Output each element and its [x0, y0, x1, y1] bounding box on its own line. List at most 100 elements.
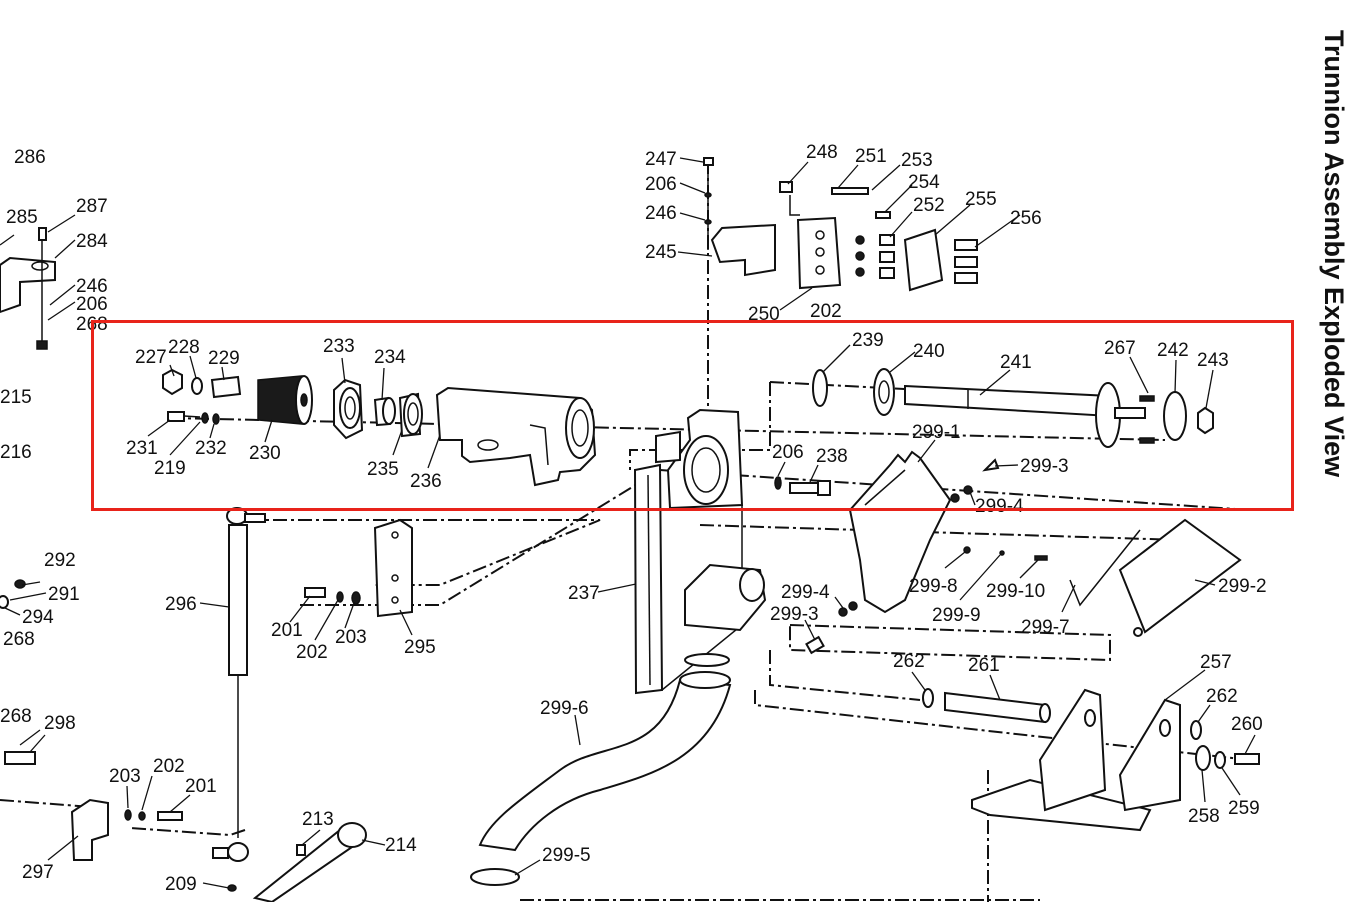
- oring-239: [812, 369, 828, 407]
- label-256: 256: [1010, 208, 1042, 229]
- label-291: 291: [48, 584, 80, 605]
- label-231: 231: [126, 438, 158, 459]
- label-230: 230: [249, 443, 281, 464]
- label-229: 229: [208, 348, 240, 369]
- label-299-1: 299-1: [912, 422, 961, 443]
- label-219: 219: [154, 458, 186, 479]
- collar-234: [373, 396, 396, 427]
- bolt-238: [774, 476, 831, 496]
- hose-299-7: [1069, 529, 1141, 607]
- label-203-b: 203: [109, 766, 141, 787]
- cover-299-2: [1118, 518, 1242, 637]
- label-246-b: 246: [645, 203, 677, 224]
- label-267: 267: [1104, 338, 1136, 359]
- leader-lines: [4, 157, 1256, 889]
- label-213: 213: [302, 809, 334, 830]
- label-299-3-b: 299-3: [770, 604, 819, 625]
- label-297: 297: [22, 862, 54, 883]
- label-202: 202: [810, 301, 842, 322]
- label-202-c: 202: [153, 756, 185, 777]
- label-228: 228: [168, 337, 200, 358]
- screws-251-254: [831, 187, 895, 279]
- label-268-c: 268: [0, 706, 32, 727]
- label-202-b: 202: [296, 642, 328, 663]
- label-232: 232: [195, 438, 227, 459]
- label-243: 243: [1197, 350, 1229, 371]
- label-299-9: 299-9: [932, 605, 981, 626]
- label-245: 245: [645, 242, 677, 263]
- label-299-8: 299-8: [909, 576, 958, 597]
- label-299-3: 299-3: [1020, 456, 1069, 477]
- label-227: 227: [135, 347, 167, 368]
- label-299-10: 299-10: [986, 581, 1045, 602]
- label-241: 241: [1000, 352, 1032, 373]
- label-258: 258: [1188, 806, 1220, 827]
- screw-231: [167, 411, 201, 422]
- label-214: 214: [385, 835, 417, 856]
- label-287: 287: [76, 196, 108, 217]
- label-299-4: 299-4: [975, 496, 1024, 517]
- label-250: 250: [748, 304, 780, 325]
- bearing-240: [873, 368, 895, 416]
- mount-block: [684, 563, 767, 632]
- label-203: 203: [335, 627, 367, 648]
- label-206: 206: [76, 294, 108, 315]
- bolt-287: [36, 227, 48, 350]
- label-240: 240: [913, 341, 945, 362]
- chute-299-1: [848, 450, 952, 614]
- label-253: 253: [901, 150, 933, 171]
- label-261: 261: [968, 655, 1000, 676]
- pin-261: [922, 688, 1051, 724]
- label-216: 216: [0, 442, 32, 463]
- label-251: 251: [855, 146, 887, 167]
- left-small-parts: [0, 579, 183, 821]
- title-text: Trunnion Assembly Exploded View: [1319, 30, 1349, 478]
- trunnion-base-257: [971, 688, 1181, 832]
- bracket-284: [0, 234, 56, 314]
- flange-233: [333, 378, 364, 440]
- label-209: 209: [165, 874, 197, 895]
- bracket-245: [710, 223, 776, 277]
- nut-243: [1197, 406, 1214, 435]
- shaft-213-214: [227, 822, 367, 902]
- label-237: 237: [568, 583, 600, 604]
- label-298: 298: [44, 713, 76, 734]
- label-268-b: 268: [3, 629, 35, 650]
- bushing-230: [257, 375, 313, 425]
- housing-236: [435, 386, 597, 487]
- bracket-297: [70, 798, 109, 861]
- highlight-box: [91, 320, 1294, 511]
- label-248: 248: [806, 142, 838, 163]
- flange-hub-267-242: [1095, 382, 1187, 448]
- label-259: 259: [1228, 798, 1260, 819]
- label-201: 201: [271, 620, 303, 641]
- label-299-7: 299-7: [1021, 617, 1070, 638]
- label-284: 284: [76, 231, 108, 252]
- label-255: 255: [965, 189, 997, 210]
- washer-228: [191, 377, 203, 395]
- label-286: 286: [14, 147, 46, 168]
- column-237: [633, 463, 743, 695]
- label-262: 262: [893, 651, 925, 672]
- ring-235: [398, 392, 423, 438]
- label-296: 296: [165, 594, 197, 615]
- label-262-b: 262: [1206, 686, 1238, 707]
- label-292: 292: [44, 550, 76, 571]
- washers-258-262: [1190, 720, 1260, 771]
- part-labels: 286 285 287 284 246 206 268 215 216 227 …: [0, 142, 1267, 895]
- label-260: 260: [1231, 714, 1263, 735]
- bolt-247: [703, 157, 714, 250]
- label-299-5: 299-5: [542, 845, 591, 866]
- label-299-2: 299-2: [1218, 576, 1267, 597]
- label-257: 257: [1200, 652, 1232, 673]
- label-247: 247: [645, 149, 677, 170]
- hose-299-6: [470, 653, 732, 886]
- assembly-centerlines: [0, 160, 1251, 902]
- label-215: 215: [0, 387, 32, 408]
- screw-299-3: [950, 458, 1000, 503]
- diagram-title: Trunnion Assembly Exploded View: [1318, 30, 1358, 570]
- label-238: 238: [816, 446, 848, 467]
- label-233: 233: [323, 336, 355, 357]
- screw-201-202-203: [304, 587, 361, 605]
